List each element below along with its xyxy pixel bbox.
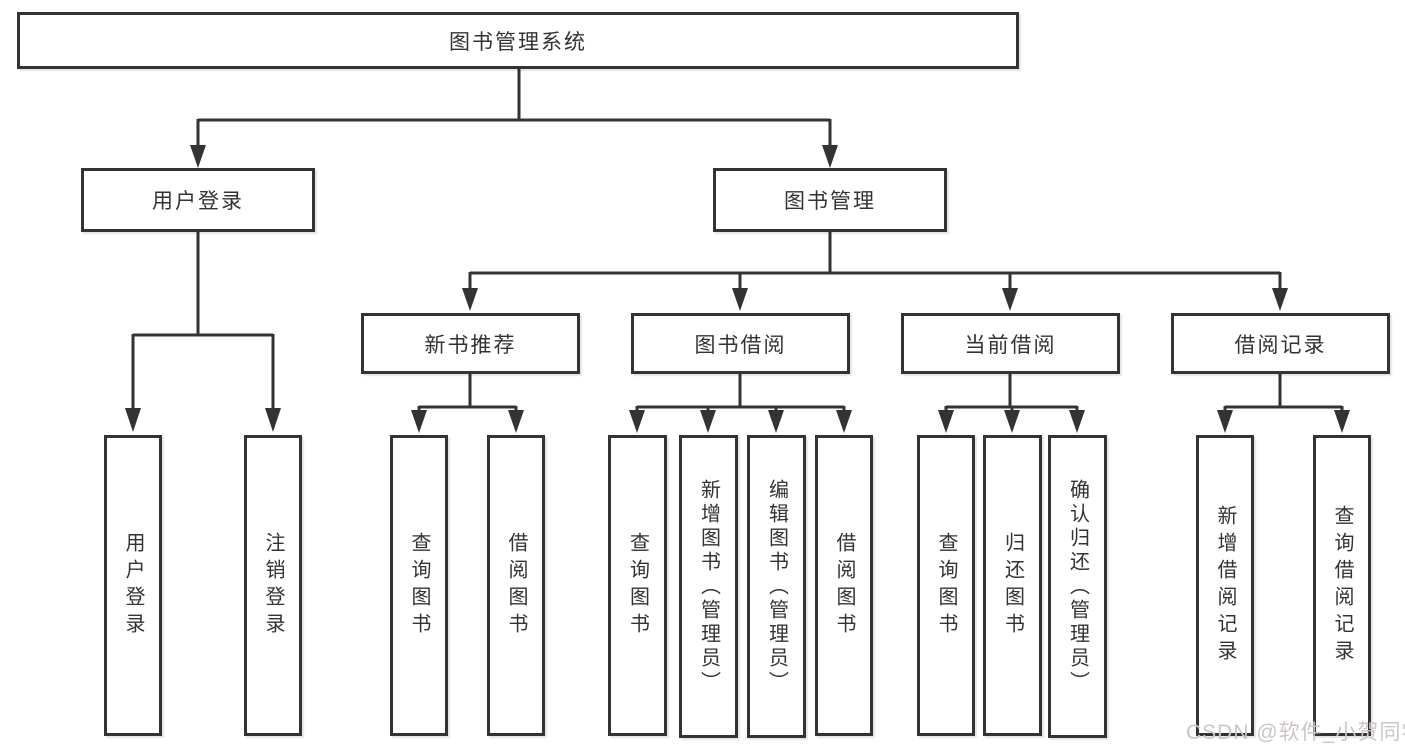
node-book-management-label: 图书管理: [784, 190, 876, 213]
leaf-borrowing-add-books-admin-label: 新增图书（管理员）: [697, 478, 720, 695]
leaf-current-return-books-label: 归还图书: [1001, 531, 1024, 640]
node-root: 图书管理系统: [17, 12, 1019, 69]
leaf-recommend-query-books: 查询图书: [390, 435, 448, 736]
arrowhead-current-confirm: [1069, 410, 1085, 433]
leaf-records-query-record-label: 查询借阅记录: [1331, 504, 1353, 667]
arrowhead-current-return: [1004, 410, 1020, 433]
leaf-logout-label: 注销登录: [262, 531, 284, 640]
node-user-login-label: 用户登录: [152, 190, 244, 213]
arrowhead-borrowing-query: [629, 410, 645, 433]
leaf-borrowing-add-books-admin: 新增图书（管理员）: [679, 435, 738, 738]
node-root-label: 图书管理系统: [449, 30, 587, 54]
node-current-borrowing-label: 当前借阅: [964, 333, 1057, 357]
arrowheads: [125, 145, 1350, 433]
arrowhead-borrowing-edit: [768, 410, 784, 433]
arrowhead-borrowing-add: [700, 410, 716, 433]
arrowhead-user-login: [190, 145, 206, 168]
arrowhead-recommend-query: [411, 410, 427, 433]
arrowhead-current-query: [938, 410, 954, 433]
leaf-current-query-books: 查询图书: [917, 435, 975, 736]
arrowhead-recommend-borrow: [508, 410, 524, 433]
arrowhead-book-management: [822, 145, 838, 168]
arrowhead-book-borrowing: [732, 288, 748, 311]
leaf-current-query-books-label: 查询图书: [935, 531, 957, 640]
node-borrowing-records-label: 借阅记录: [1234, 333, 1327, 357]
leaf-borrowing-edit-books-admin-label: 编辑图书（管理员）: [765, 478, 788, 695]
arrowhead-borrowing-borrow: [836, 410, 852, 433]
leaf-current-return-books: 归还图书: [983, 435, 1042, 736]
arrowhead-leaf-user-login: [125, 408, 141, 432]
node-book-management: 图书管理: [713, 168, 947, 232]
node-book-borrowing-label: 图书借阅: [694, 333, 787, 357]
leaf-current-confirm-return-admin-label: 确认归还（管理员）: [1066, 478, 1089, 695]
leaf-recommend-borrow-books-label: 借阅图书: [505, 531, 527, 640]
arrowhead-records-query: [1334, 410, 1350, 433]
node-new-book-recommend-label: 新书推荐: [424, 333, 517, 357]
node-new-book-recommend: 新书推荐: [361, 313, 580, 374]
leaf-records-add-record-label: 新增借阅记录: [1214, 504, 1236, 667]
arrowhead-current-borrowing: [1002, 288, 1018, 311]
leaf-current-confirm-return-admin: 确认归还（管理员）: [1048, 435, 1107, 738]
node-user-login: 用户登录: [81, 168, 315, 232]
leaf-borrowing-query-books-label: 查询图书: [626, 531, 649, 640]
leaf-borrowing-edit-books-admin: 编辑图书（管理员）: [747, 435, 806, 738]
leaf-borrowing-borrow-books-label: 借阅图书: [833, 531, 855, 640]
leaf-user-login-label: 用户登录: [122, 531, 144, 640]
leaf-records-query-record: 查询借阅记录: [1313, 435, 1371, 736]
arrowhead-new-book-recommend: [462, 288, 478, 311]
leaf-borrowing-query-books: 查询图书: [608, 435, 667, 736]
arrowhead-records-add: [1217, 410, 1233, 433]
node-book-borrowing: 图书借阅: [631, 313, 850, 374]
watermark: CSDN @软件_小贺同学: [1186, 721, 1405, 744]
arrowhead-borrowing-records: [1272, 288, 1288, 311]
leaf-recommend-query-books-label: 查询图书: [408, 531, 430, 640]
leaf-user-login: 用户登录: [104, 435, 162, 736]
node-current-borrowing: 当前借阅: [901, 313, 1120, 374]
leaf-borrowing-borrow-books: 借阅图书: [815, 435, 873, 736]
leaf-records-add-record: 新增借阅记录: [1196, 435, 1254, 736]
leaf-recommend-borrow-books: 借阅图书: [487, 435, 545, 736]
leaf-logout: 注销登录: [244, 435, 302, 736]
arrowhead-leaf-logout: [265, 408, 281, 432]
node-borrowing-records: 借阅记录: [1171, 313, 1390, 374]
